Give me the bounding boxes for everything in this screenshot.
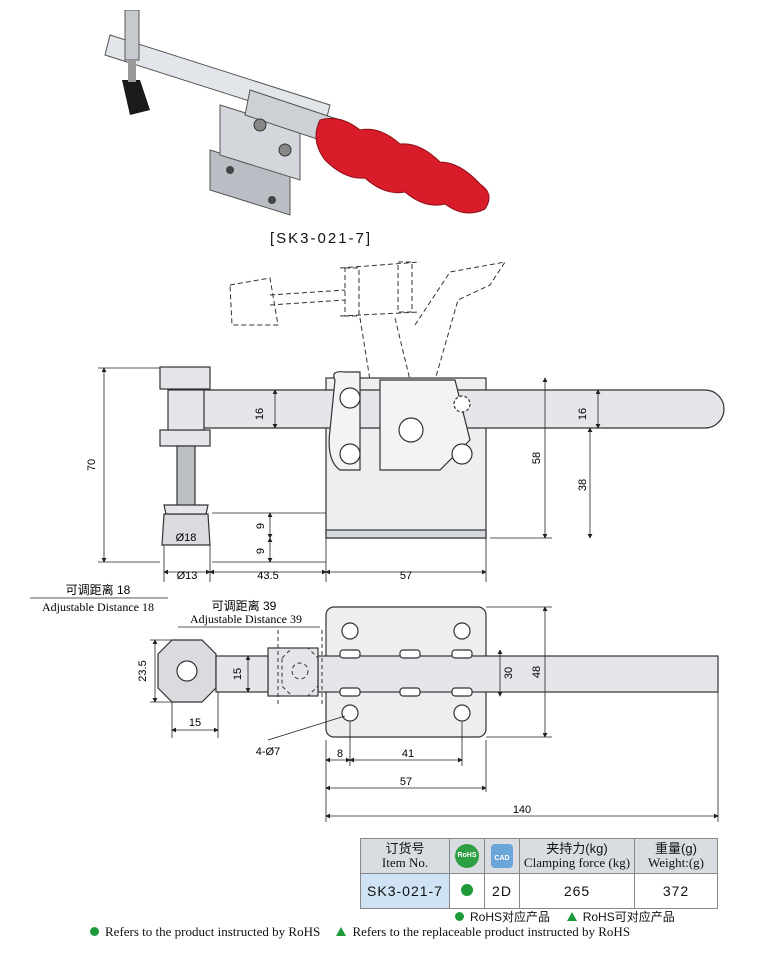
dim-140: 140	[513, 804, 531, 816]
cell-weight: 372	[634, 873, 718, 909]
pivot-pin	[278, 143, 292, 157]
spec-table-header: 订货号 Item No. RoHS CAD 夹持力(kg) Clamping f…	[360, 838, 718, 874]
model-caption: [SK3-021-7]	[270, 230, 373, 247]
rohs-triangle-icon	[336, 927, 347, 936]
dim-8: 8	[337, 748, 343, 760]
header-clamping-force: 夹持力(kg) Clamping force (kg)	[519, 838, 635, 874]
pivot-pin	[253, 118, 267, 132]
cell-item-no: SK3-021-7	[360, 873, 450, 909]
header-weight: 重量(g) Weight:(g)	[634, 838, 718, 874]
dim-dia18: Ø18	[176, 532, 197, 544]
dim-15-vert: 15	[232, 668, 244, 680]
top-view-adjust-outline	[277, 630, 323, 706]
rubber-tip	[122, 80, 150, 115]
technical-drawing: 16 16 70 58 38 9 9 Ø18 Ø13 43.5 57 可调距离 …	[30, 261, 725, 822]
dim-16-left: 16	[254, 408, 266, 420]
spindle-thread	[128, 60, 136, 82]
cell-cad: 2D	[484, 873, 520, 909]
dim-41: 41	[402, 748, 414, 760]
top-dim-lines	[150, 606, 719, 822]
dim-30: 30	[503, 667, 515, 679]
rohs-triangle-icon	[566, 912, 577, 921]
dim-58: 58	[531, 452, 543, 464]
cell-clamping-force: 265	[519, 873, 635, 909]
product-photo	[104, 10, 490, 216]
dim-hole-dia7: 4-Ø7	[256, 746, 280, 758]
rohs-icon: RoHS	[455, 844, 479, 868]
header-cad: CAD	[484, 838, 520, 874]
adj39-cn: 可调距离 39	[212, 598, 277, 613]
dim-38: 38	[577, 479, 589, 491]
dim-15-horiz: 15	[189, 717, 201, 729]
dim-16-right: 16	[577, 408, 589, 420]
legend-cn: RoHS对应产品 RoHS可对应产品	[455, 908, 675, 925]
adj18-cn: 可调距离 18	[66, 582, 131, 597]
dim-48: 48	[531, 666, 543, 678]
table-row: SK3-021-7 2D 265 372	[360, 873, 718, 909]
dim-23-5: 23.5	[137, 660, 149, 681]
dim-9-lower: 9	[255, 548, 267, 554]
linkage	[328, 371, 473, 471]
dim-57-side: 57	[400, 570, 412, 582]
rohs-dot-icon	[461, 884, 473, 896]
mount-hole	[226, 166, 234, 174]
cell-rohs	[449, 873, 485, 909]
header-rohs: RoHS	[449, 838, 485, 874]
open-position-outline	[229, 261, 507, 381]
header-item-no: 订货号 Item No.	[360, 838, 450, 874]
dim-dia13: Ø13	[177, 570, 198, 582]
rohs-dot-icon	[455, 912, 464, 921]
dim-57-top: 57	[400, 776, 412, 788]
mount-hole	[268, 196, 276, 204]
spec-table: 订货号 Item No. RoHS CAD 夹持力(kg) Clamping f…	[360, 838, 718, 909]
dim-9-upper: 9	[255, 523, 267, 529]
adj18-en: Adjustable Distance 18	[42, 600, 154, 614]
legend-en: Refers to the product instructed by RoHS…	[90, 924, 630, 940]
adj39-en: Adjustable Distance 39	[190, 612, 302, 626]
cad-icon: CAD	[491, 844, 513, 868]
top-view	[157, 606, 719, 738]
side-dim-lines	[30, 367, 601, 599]
dim-43-5: 43.5	[257, 570, 278, 582]
dim-70: 70	[86, 459, 98, 471]
rohs-dot-icon	[90, 927, 99, 936]
red-grip	[315, 117, 490, 214]
